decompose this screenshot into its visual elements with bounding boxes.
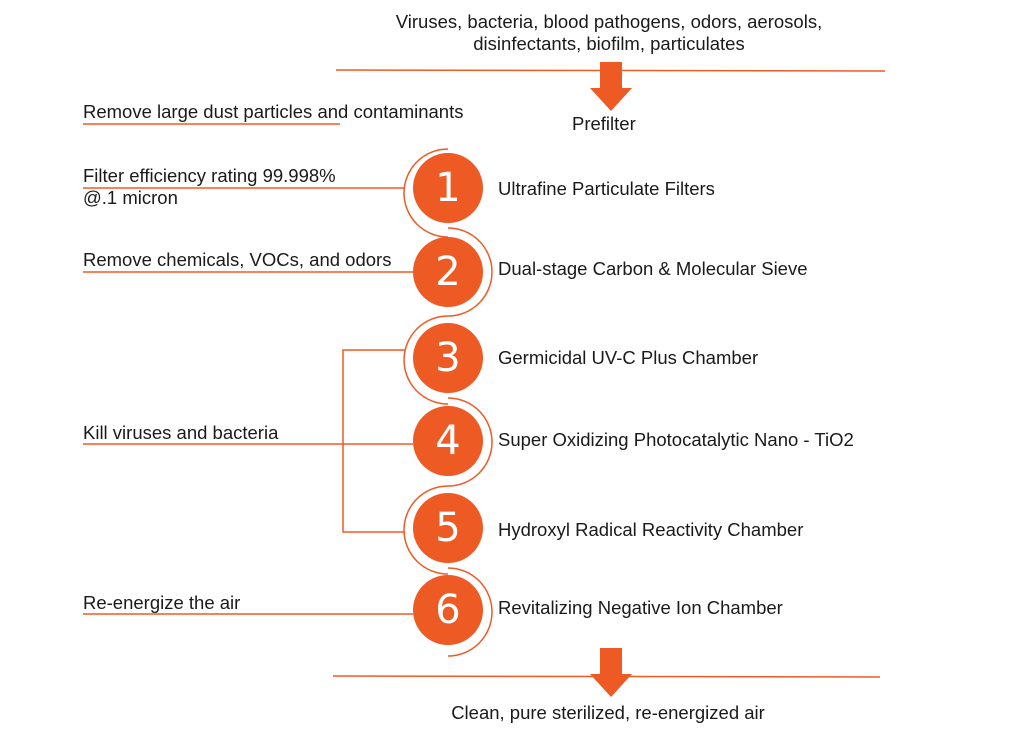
- step-4-label: Super Oxidizing Photocatalytic Nano - Ti…: [498, 429, 854, 450]
- down-arrow-bottom-icon: [590, 648, 632, 697]
- step-4-circle: 4: [413, 406, 483, 476]
- snake-connector-2-3: [447, 227, 493, 317]
- step-3-circle: 3: [413, 323, 483, 393]
- down-arrow-top-icon: [590, 62, 632, 111]
- note-kill-viruses: Kill viruses and bacteria: [83, 422, 279, 443]
- top-description: Viruses, bacteria, blood pathogens, odor…: [336, 11, 882, 55]
- step-1-circle: 1: [413, 153, 483, 223]
- step-6-circle: 6: [413, 575, 483, 645]
- top-description-line-2: disinfectants, biofilm, particulates: [473, 33, 745, 54]
- snake-connector-3-4: [403, 315, 449, 405]
- note-reenergize: Re-energize the air: [83, 592, 241, 613]
- note-filter-efficiency-line-1: Filter efficiency rating 99.998%: [83, 165, 336, 186]
- snake-connector-5-6: [403, 485, 449, 575]
- prefilter-label: Prefilter: [572, 113, 636, 134]
- step-1-label: Ultrafine Particulate Filters: [498, 178, 715, 199]
- prefilter-note: Remove large dust particles and contamin…: [83, 101, 464, 122]
- step-6-label: Revitalizing Negative Ion Chamber: [498, 597, 783, 618]
- note-remove-chemicals: Remove chemicals, VOCs, and odors: [83, 249, 392, 270]
- note-filter-efficiency: Filter efficiency rating 99.998% @.1 mic…: [83, 165, 336, 209]
- snake-connector-4-5: [447, 397, 493, 487]
- snake-connector-1-2: [403, 148, 449, 238]
- note-filter-efficiency-line-2: @.1 micron: [83, 187, 178, 208]
- snake-connector-6-end: [447, 567, 493, 657]
- step-5-label: Hydroxyl Radical Reactivity Chamber: [498, 519, 804, 540]
- top-description-line-1: Viruses, bacteria, blood pathogens, odor…: [395, 11, 823, 32]
- bottom-description: Clean, pure sterilized, re-energized air: [451, 702, 765, 723]
- kill-bracket: [342, 349, 405, 533]
- step-5-circle: 5: [413, 493, 483, 563]
- step-2-label: Dual-stage Carbon & Molecular Sieve: [498, 258, 808, 279]
- step-3-label: Germicidal UV-C Plus Chamber: [498, 347, 759, 368]
- step-2-circle: 2: [413, 237, 483, 307]
